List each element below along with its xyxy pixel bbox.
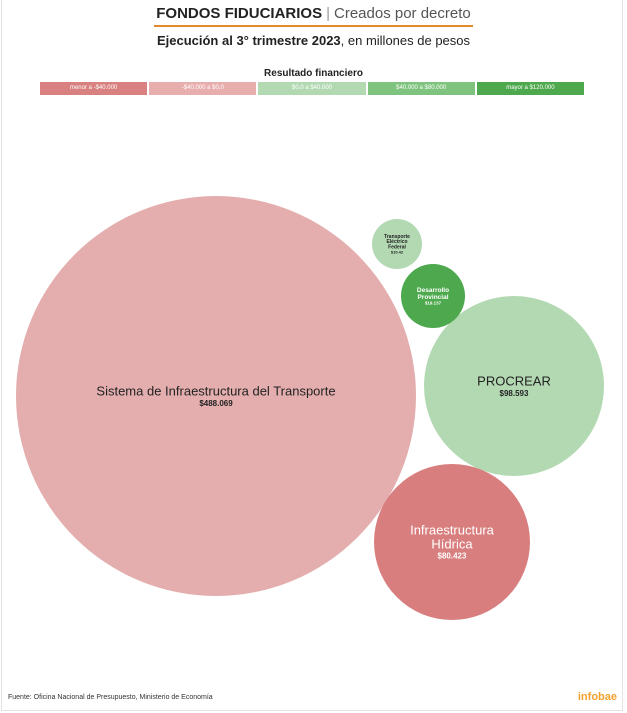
bubble-label: Provincial — [417, 294, 448, 301]
bubble[interactable] — [424, 296, 604, 476]
bubble-value: $10.42 — [391, 250, 404, 255]
legend-title: Resultado financiero — [264, 68, 363, 79]
bubble-label: Desarrollo — [417, 287, 449, 294]
bubble-label: Sistema de Infraestructura del Transport… — [96, 383, 335, 398]
bubble-value: $80.423 — [438, 552, 467, 561]
title-light: Creados por decreto — [334, 5, 471, 22]
bubble-value: $19.137 — [425, 301, 442, 306]
title-separator: | — [326, 5, 330, 22]
source-note: Fuente: Oficina Nacional de Presupuesto,… — [8, 694, 213, 701]
legend-item: -$40.000 a $0,0 — [149, 82, 257, 95]
bubble[interactable] — [16, 196, 416, 596]
bubble[interactable] — [401, 264, 465, 328]
subtitle-rest: , en millones de pesos — [340, 33, 471, 48]
legend: menor a -$40.000-$40.000 a $0,0$0,0 a $4… — [40, 82, 585, 95]
bubble-label: Eléctrico — [386, 239, 407, 245]
bubble-label: PROCREAR — [477, 373, 551, 388]
bubble-label: Federal — [388, 244, 406, 250]
bubble-label: Hídrica — [431, 536, 473, 551]
title-bold: FONDOS FIDUCIARIOS — [156, 5, 323, 22]
bubble-value: $98.593 — [500, 389, 529, 398]
bubble[interactable] — [374, 464, 530, 620]
legend-item: $40.000 a $80.000 — [367, 82, 475, 95]
legend-item: menor a -$40.000 — [40, 82, 148, 95]
bubble-label: Infraestructura — [410, 523, 495, 538]
chart-title: FONDOS FIDUCIARIOS|Creados por decreto — [0, 4, 627, 27]
subtitle-bold: Ejecución al 3° trimestre 2023 — [156, 33, 341, 48]
legend-item: $0,0 a $40.000 — [258, 82, 366, 95]
bubble-label: Transporte — [384, 234, 410, 240]
bubble[interactable] — [372, 219, 422, 269]
brand-logo: infobae — [577, 691, 617, 703]
legend-item: mayor a $120.000 — [476, 82, 585, 95]
chart-subtitle: Ejecución al 3° trimestre 2023, en millo… — [0, 33, 627, 48]
bubble-value: $488.069 — [199, 399, 233, 408]
